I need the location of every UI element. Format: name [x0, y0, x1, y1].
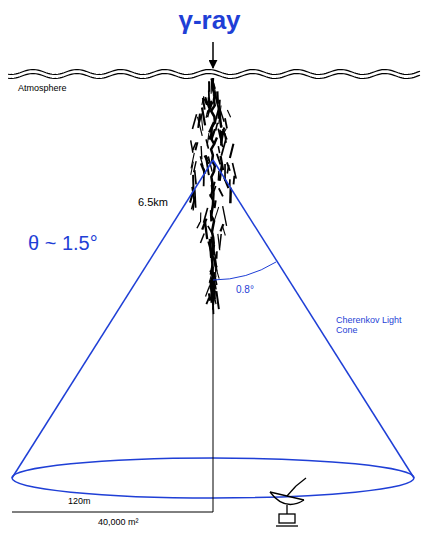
telescope-symbol [270, 478, 306, 526]
shower-track [195, 142, 197, 150]
shower-track [192, 114, 196, 129]
shower-track [206, 298, 209, 304]
cone-edge [12, 160, 213, 478]
shower-track [223, 206, 227, 226]
shower-track [200, 234, 204, 243]
shower-track [200, 212, 201, 222]
shower-track [230, 144, 234, 158]
incoming-arrow [212, 42, 214, 68]
radius-label: 120m [68, 497, 91, 507]
cone-label: Cherenkov Light Cone [336, 316, 414, 336]
shower-track [198, 114, 200, 128]
shower-track [218, 234, 220, 250]
radius-line [12, 512, 213, 513]
shower-track [219, 188, 223, 196]
shower-track [218, 100, 221, 119]
shower-track [204, 208, 208, 223]
shower-track [200, 146, 202, 159]
cone-edge [213, 160, 414, 478]
atmosphere-label: Atmosphere [18, 84, 67, 94]
half-angle-label: 0.8° [236, 284, 254, 295]
shower-track [195, 170, 196, 184]
shower-track [215, 254, 217, 271]
angle-arc [213, 262, 276, 280]
shower-track [205, 99, 207, 105]
shower-track [197, 222, 200, 228]
shower-core [211, 78, 215, 298]
cone-angle-label: θ ~ 1.5° [28, 232, 98, 254]
shower-track [208, 81, 210, 92]
shower-track [216, 123, 218, 131]
shower-track [206, 139, 208, 148]
shower-track [201, 113, 203, 130]
shower-track [191, 153, 194, 169]
height-label: 6.5km [138, 196, 168, 208]
atmosphere-wave [8, 74, 420, 79]
shower-track [218, 129, 222, 147]
shower-track [225, 133, 226, 143]
shower-track [233, 176, 236, 185]
shower-track [216, 291, 218, 309]
shower-track [218, 171, 220, 181]
shower-track [209, 293, 210, 300]
shower-track [205, 222, 207, 239]
shower-track [208, 90, 210, 103]
shower-track [217, 154, 221, 165]
shower-track [191, 140, 193, 152]
shower-track [225, 118, 227, 128]
shower-track [232, 163, 236, 179]
shower-track [223, 227, 226, 236]
area-label: 40,000 m² [98, 518, 139, 528]
shower-track [227, 162, 230, 170]
shower-track [202, 96, 204, 105]
axis-line [213, 300, 214, 512]
shower-track [218, 146, 219, 153]
title: γ-ray [0, 6, 423, 35]
shower-track [215, 207, 219, 220]
shower-track [214, 200, 215, 208]
shower-track [227, 110, 230, 117]
shower-track [221, 131, 222, 146]
shower-track [216, 251, 218, 259]
